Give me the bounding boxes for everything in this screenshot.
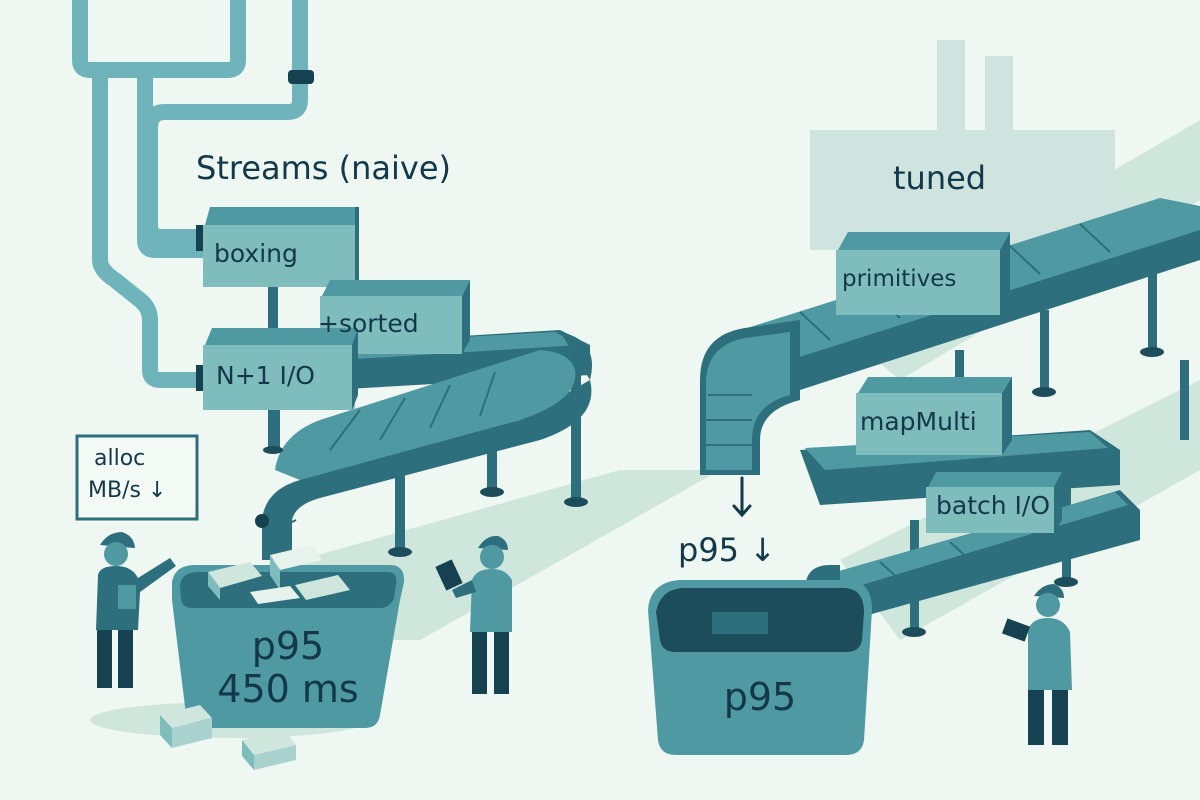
left-title: Streams (naive) (196, 149, 451, 187)
box-primitives (836, 232, 1010, 315)
arrow-down-icon (732, 476, 752, 518)
right-title: tuned (893, 159, 987, 197)
box-label-primitives: primitives (842, 266, 957, 292)
bin-left-line2: 450 ms (217, 667, 359, 711)
bin-right (648, 580, 872, 755)
tablet-icon (1001, 618, 1031, 642)
box-label-n-plus-1-io: N+1 I/O (216, 361, 315, 390)
fallen-cubes (160, 705, 296, 770)
box-sorted (320, 280, 470, 354)
box-label-batch-io: batch I/O (936, 491, 1051, 520)
tablet-icon (435, 559, 463, 591)
bin-left (172, 545, 405, 728)
pipe-icon (72, 0, 308, 388)
factory-icon (810, 40, 1115, 250)
box-mapmulti (856, 377, 1012, 455)
sign-line-alloc: alloc (94, 446, 146, 471)
pipe-coupling (288, 70, 314, 84)
box-boxing (203, 207, 359, 335)
box-label-mapmulti: mapMulti (860, 407, 977, 436)
sign-line-mbs: MB/s ↓ (88, 478, 167, 503)
sign-alloc (75, 434, 199, 521)
box-n-plus-1-io (203, 328, 358, 454)
bin-left-line1: p95 (251, 624, 325, 668)
worker-icon (1001, 584, 1072, 745)
worker-icon (96, 532, 176, 688)
box-batch-io (926, 472, 1062, 533)
p95-down-indicator: p95 ↓ (678, 531, 777, 569)
box-label-sorted: +sorted (318, 309, 419, 338)
bin-right-line1: p95 (723, 675, 797, 719)
box-label-boxing: boxing (214, 239, 298, 268)
worker-icon (435, 535, 512, 694)
